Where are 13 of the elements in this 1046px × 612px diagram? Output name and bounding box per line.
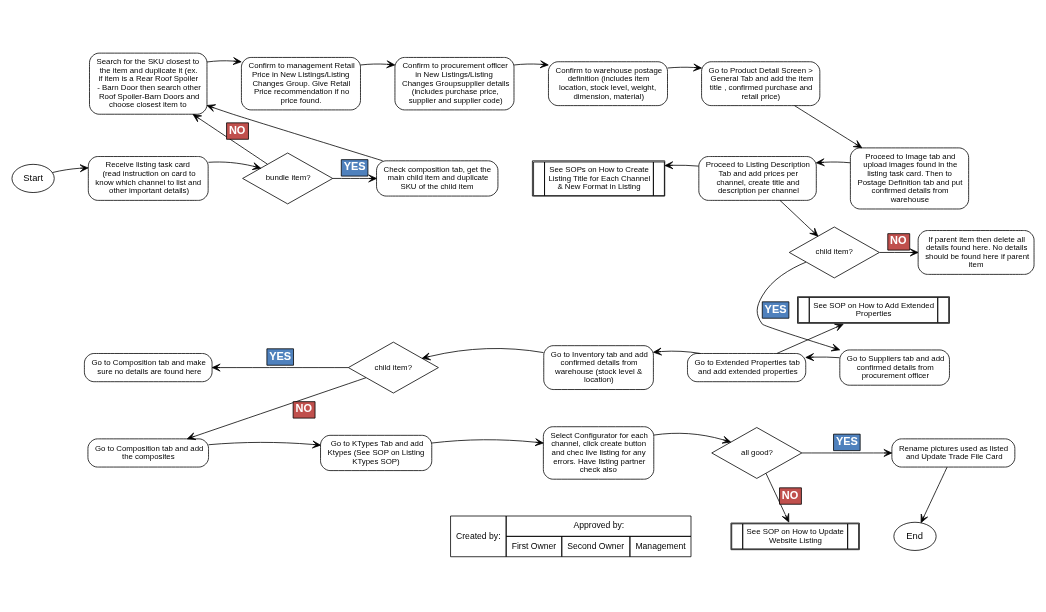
- label: Management: [635, 540, 686, 551]
- label: Created by:: [456, 530, 501, 541]
- edge-label: YES: [269, 349, 292, 362]
- label: Approved by:: [573, 519, 625, 530]
- label: Second Owner: [567, 540, 625, 551]
- edge-label: YES: [764, 302, 787, 315]
- edge-label: NO: [295, 401, 312, 414]
- label: First Owner: [511, 540, 557, 551]
- edge-label: YES: [343, 159, 366, 172]
- edge-label: NO: [781, 488, 799, 501]
- edge-label: NO: [890, 233, 907, 246]
- edge-label: NO: [228, 123, 246, 136]
- edge-label: YES: [835, 434, 858, 447]
